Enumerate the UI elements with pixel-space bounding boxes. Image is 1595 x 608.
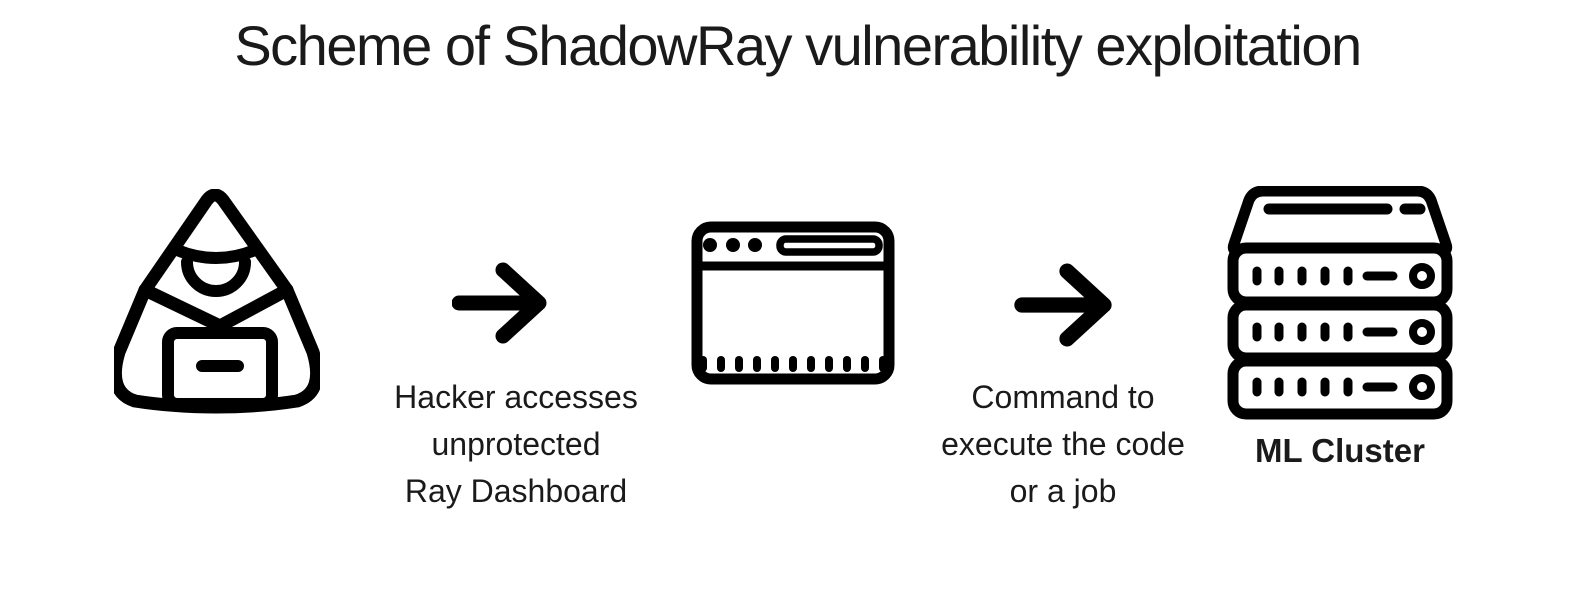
step2-caption: Command to execute the code or a job <box>903 374 1223 515</box>
arrow-right-icon <box>452 262 548 344</box>
step1-caption: Hacker accesses unprotected Ray Dashboar… <box>356 374 676 515</box>
step2-caption-line3: or a job <box>1009 473 1117 509</box>
server-stack-icon <box>1227 186 1453 422</box>
step2-caption-line1: Command to <box>971 379 1155 415</box>
step2-caption-line2: execute the code <box>941 426 1185 462</box>
arrow-right-icon <box>1014 263 1114 347</box>
step1-caption-line3: Ray Dashboard <box>404 473 628 509</box>
ml-cluster-label: ML Cluster <box>1255 432 1425 469</box>
browser-window-icon <box>690 220 896 386</box>
step1-caption-line1: Hacker accesses <box>394 379 638 415</box>
hacker-icon <box>114 189 320 415</box>
diagram-title: Scheme of ShadowRay vulnerability exploi… <box>234 14 1362 77</box>
step1-caption-line2: unprotected <box>431 426 601 462</box>
